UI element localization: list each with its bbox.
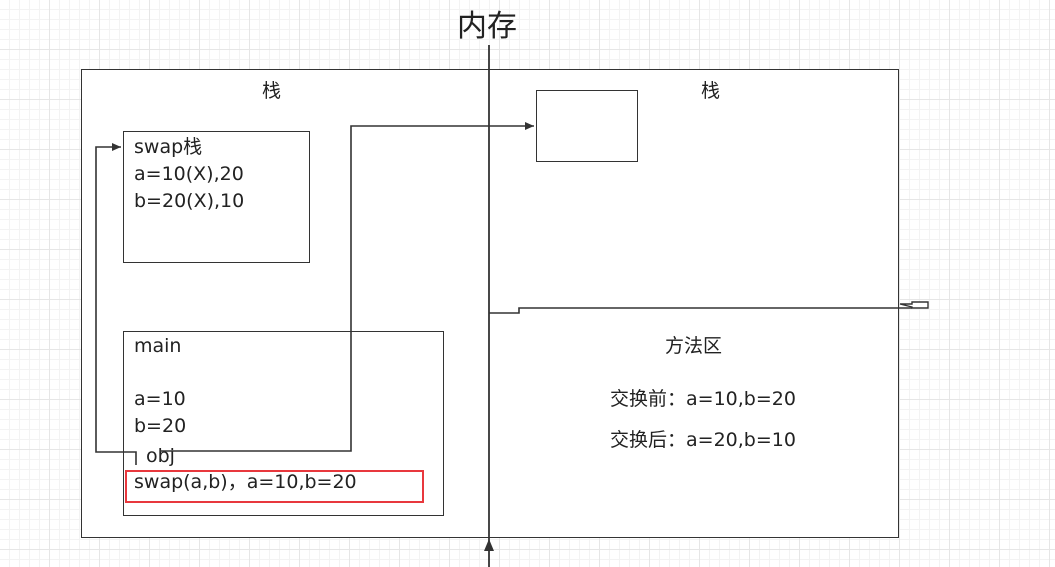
method-area-title: 方法区 [665, 335, 723, 357]
swap-call-highlight [125, 470, 424, 503]
object-box [536, 90, 638, 162]
divider-right-arrow [899, 301, 929, 309]
divider-arrow-head [484, 539, 494, 551]
diagram-title: 内存 [457, 9, 517, 44]
main-frame-title: main [134, 335, 182, 357]
method-area-before: 交换前：a=10,b=20 [610, 388, 796, 410]
right-stack-label: 栈 [701, 80, 721, 102]
swap-frame-title: swap栈 [134, 136, 203, 158]
left-stack-label: 栈 [262, 80, 282, 102]
swap-frame-a: a=10(X),20 [134, 163, 244, 185]
main-frame-b: b=20 [134, 415, 187, 437]
main-frame-obj: obj [146, 445, 175, 467]
method-area-after: 交换后：a=20,b=10 [610, 429, 796, 451]
main-frame-call: swap(a,b)，a=10,b=20 [134, 471, 357, 493]
swap-frame-b: b=20(X),10 [134, 190, 245, 212]
main-frame-a: a=10 [134, 388, 186, 410]
